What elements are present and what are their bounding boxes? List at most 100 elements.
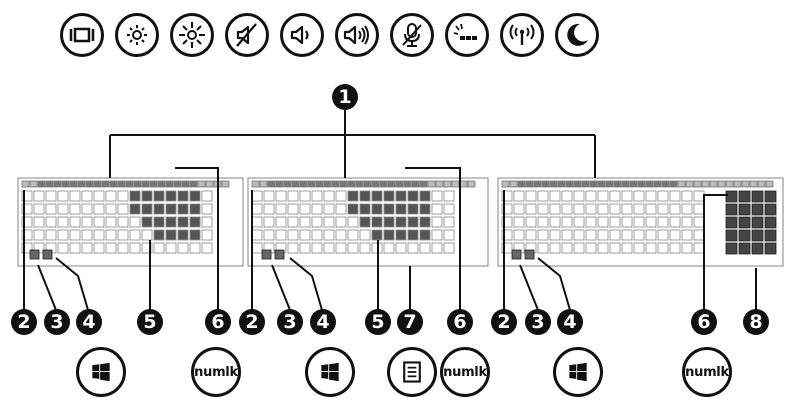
key xyxy=(407,229,419,241)
key xyxy=(69,190,81,202)
key xyxy=(443,229,455,241)
function-key xyxy=(645,180,654,188)
callout-8: 8 xyxy=(743,309,769,335)
key xyxy=(419,229,431,241)
function-key xyxy=(331,180,340,188)
function-key xyxy=(637,180,646,188)
key xyxy=(275,216,287,228)
function-key xyxy=(749,180,758,188)
key xyxy=(681,190,693,202)
key xyxy=(525,203,537,215)
key xyxy=(81,229,93,241)
key xyxy=(323,190,335,202)
function-key xyxy=(77,180,86,188)
function-key xyxy=(45,180,54,188)
key xyxy=(669,190,681,202)
key xyxy=(201,216,213,228)
key xyxy=(21,229,33,241)
function-key xyxy=(307,180,316,188)
numpad-key xyxy=(738,216,751,229)
key xyxy=(335,203,347,215)
key xyxy=(573,203,585,215)
function-key xyxy=(221,180,230,188)
key xyxy=(251,190,263,202)
key xyxy=(263,229,275,241)
key xyxy=(537,242,549,254)
key xyxy=(501,229,513,241)
callout-3: 3 xyxy=(44,309,70,335)
numpad-key xyxy=(725,203,738,216)
numpad-key xyxy=(751,190,764,203)
function-key xyxy=(267,180,276,188)
function-key xyxy=(589,180,598,188)
function-key xyxy=(347,180,356,188)
key xyxy=(585,203,597,215)
callout-7: 7 xyxy=(397,309,423,335)
function-key xyxy=(189,180,198,188)
key xyxy=(537,229,549,241)
key xyxy=(117,203,129,215)
key xyxy=(633,229,645,241)
highlighted-key xyxy=(524,249,535,260)
key xyxy=(69,242,81,254)
brightness-down-icon xyxy=(115,13,159,57)
numpad-key xyxy=(725,242,738,255)
highlighted-key xyxy=(29,249,40,260)
key xyxy=(21,242,33,254)
key xyxy=(141,203,153,215)
key xyxy=(621,216,633,228)
key xyxy=(681,216,693,228)
key xyxy=(693,203,705,215)
key xyxy=(57,203,69,215)
key xyxy=(347,242,359,254)
key xyxy=(609,203,621,215)
key xyxy=(251,242,263,254)
function-key xyxy=(541,180,550,188)
key xyxy=(153,190,165,202)
highlighted-key xyxy=(42,249,53,260)
key xyxy=(263,216,275,228)
windows-key-icon xyxy=(76,347,126,397)
function-key xyxy=(629,180,638,188)
key xyxy=(299,203,311,215)
key xyxy=(549,229,561,241)
keyboard-backlight-icon xyxy=(445,13,489,57)
callout-3: 3 xyxy=(525,309,551,335)
function-key xyxy=(525,180,534,188)
function-key xyxy=(573,180,582,188)
key xyxy=(177,216,189,228)
key xyxy=(669,229,681,241)
key xyxy=(45,203,57,215)
key xyxy=(359,203,371,215)
key xyxy=(513,190,525,202)
function-key xyxy=(661,180,670,188)
numpad-key xyxy=(764,242,777,255)
volume-down-icon xyxy=(280,13,324,57)
function-key xyxy=(165,180,174,188)
key xyxy=(335,190,347,202)
key xyxy=(549,216,561,228)
key xyxy=(165,242,177,254)
function-key xyxy=(109,180,118,188)
key xyxy=(681,203,693,215)
function-key xyxy=(621,180,630,188)
key xyxy=(311,216,323,228)
key xyxy=(419,216,431,228)
key xyxy=(573,216,585,228)
key xyxy=(383,242,395,254)
key xyxy=(311,203,323,215)
key xyxy=(693,190,705,202)
function-key xyxy=(613,180,622,188)
function-key xyxy=(501,180,510,188)
key xyxy=(81,242,93,254)
key xyxy=(69,203,81,215)
function-key xyxy=(653,180,662,188)
key xyxy=(693,216,705,228)
volume-up-icon xyxy=(335,13,379,57)
key xyxy=(657,203,669,215)
key xyxy=(311,229,323,241)
key xyxy=(93,216,105,228)
key xyxy=(431,229,443,241)
function-key xyxy=(101,180,110,188)
key xyxy=(645,242,657,254)
